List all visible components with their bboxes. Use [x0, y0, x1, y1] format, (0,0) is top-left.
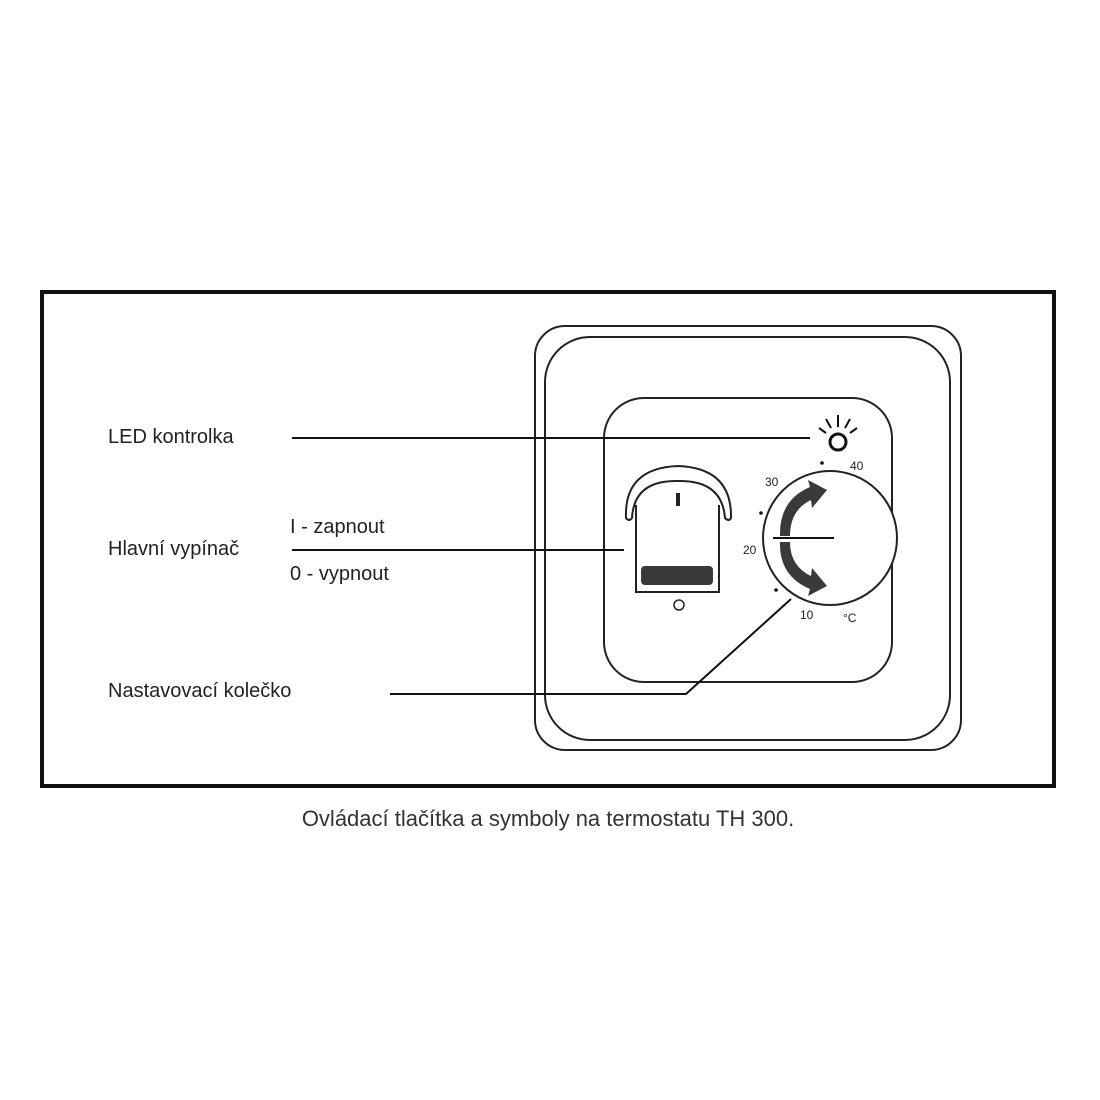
off-mark [673, 599, 685, 611]
switch-rocker [641, 566, 713, 585]
scale-40: 40 [850, 459, 864, 473]
main-switch[interactable] [624, 464, 733, 611]
label-switch-off: 0 - vypnout [290, 563, 389, 585]
label-switch-on: I - zapnout [290, 516, 385, 538]
arrow-down-icon [779, 542, 827, 596]
on-mark [676, 493, 680, 506]
switch-arch [624, 464, 733, 521]
inner-plate [544, 336, 951, 741]
outer-plate [534, 325, 962, 751]
led-icon [818, 415, 858, 452]
scale-unit: °C [843, 611, 857, 625]
scale-20: 20 [743, 543, 757, 557]
label-main-switch: Hlavní vypínač [108, 538, 239, 560]
scale-30: 30 [765, 475, 779, 489]
label-led: LED kontrolka [108, 426, 234, 448]
label-dial: Nastavovací kolečko [108, 680, 291, 702]
dial-leader-line [390, 598, 792, 695]
setting-dial[interactable] [762, 470, 898, 606]
scale-10: 10 [800, 608, 814, 622]
arrow-up-icon [779, 480, 827, 536]
diagram-frame [40, 290, 1056, 788]
caption: Ovládací tlačítka a symboly na termostat… [302, 806, 794, 831]
